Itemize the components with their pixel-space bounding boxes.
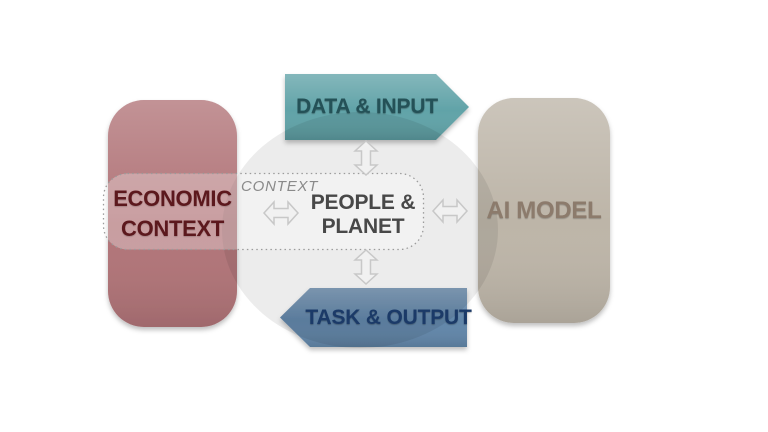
context-circle	[222, 112, 498, 348]
data-input-arrow	[285, 74, 469, 140]
context-dashed-frame	[102, 172, 425, 251]
task-output-arrow	[280, 288, 467, 347]
ai-model-box	[478, 98, 610, 323]
economic-context-box	[108, 100, 237, 327]
